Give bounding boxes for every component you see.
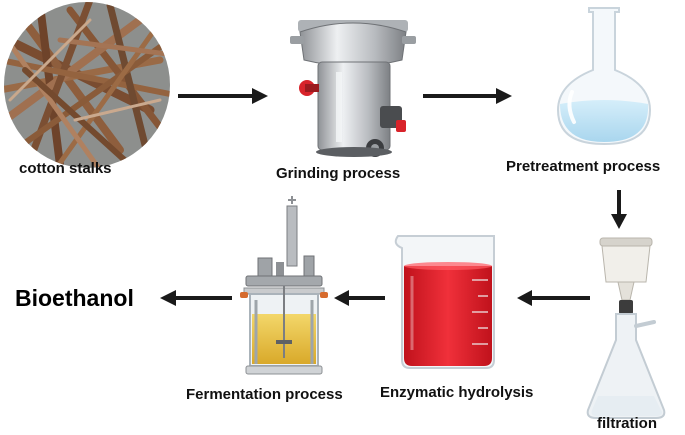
arrow-fermentation-to-bioethanol xyxy=(160,290,232,306)
buchner-funnel-flask-icon xyxy=(586,237,666,419)
label-grinding-process: Grinding process xyxy=(276,165,401,182)
arrow-enzymatic-to-fermentation xyxy=(334,290,385,306)
bioreactor-fermenter-icon xyxy=(240,196,328,375)
arrow-pretreatment-to-filtration xyxy=(611,190,627,229)
round-bottom-flask-icon xyxy=(556,7,652,146)
cotton-stalks-photo xyxy=(4,2,170,168)
arrow-grinding-to-pretreatment xyxy=(423,88,512,104)
arrow-filtration-to-enzymatic xyxy=(517,290,590,306)
beaker-red-liquid-icon xyxy=(394,235,495,369)
arrow-stalks-to-grinding xyxy=(178,88,268,104)
label-pretreatment-process: Pretreatment process xyxy=(506,158,661,175)
grinder-machine-icon xyxy=(290,20,416,157)
label-enzymatic-hydrolysis: Enzymatic hydrolysis xyxy=(380,384,534,401)
label-cotton-stalks: cotton stalks xyxy=(19,160,112,177)
flow-arrows xyxy=(160,88,627,306)
label-bioethanol: Bioethanol xyxy=(15,285,134,311)
label-filtration: filtration xyxy=(597,415,657,432)
label-fermentation-process: Fermentation process xyxy=(186,386,343,403)
